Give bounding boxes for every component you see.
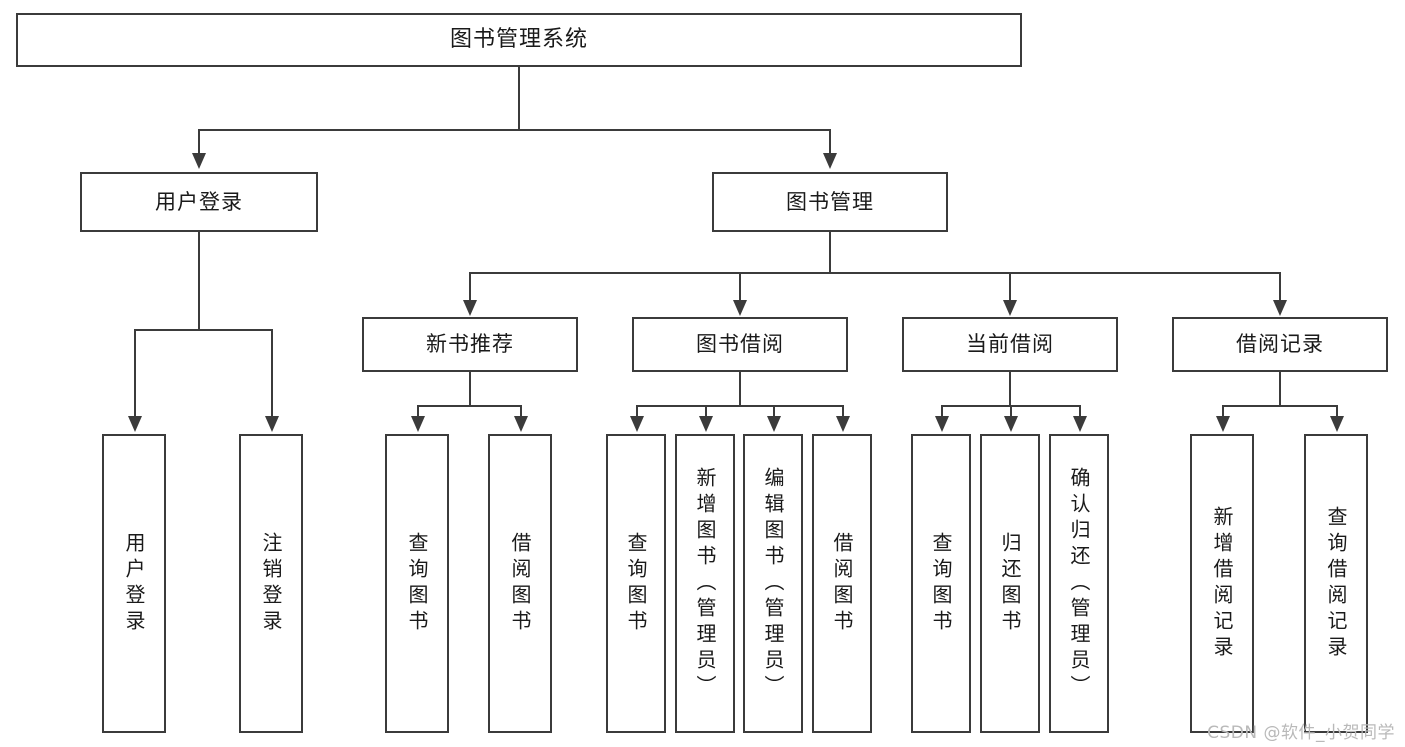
- node-label: 借阅图书: [830, 531, 854, 636]
- connector-borrow-stem: [739, 372, 741, 406]
- arrow-icon: [411, 416, 425, 432]
- arrow-icon: [463, 300, 477, 316]
- node-current-borrow[interactable]: 当前借阅: [902, 317, 1118, 372]
- arrow-icon: [630, 416, 644, 432]
- connector-bookmgmt-to-l3-1: [469, 272, 471, 301]
- leaf-add-borrow-record[interactable]: 新增借阅记录: [1190, 434, 1254, 733]
- leaf-logout[interactable]: 注销登录: [239, 434, 303, 733]
- connector-current-stem: [1009, 372, 1011, 406]
- connector-bookmgmt-to-l3-4: [1279, 272, 1281, 301]
- leaf-edit-book-admin[interactable]: 编辑图书（管理员）: [743, 434, 803, 733]
- connector-bookmgmt-bus: [469, 272, 1280, 274]
- node-borrow-records[interactable]: 借阅记录: [1172, 317, 1388, 372]
- connector-bookmgmt-stem: [829, 232, 831, 274]
- arrow-icon: [767, 416, 781, 432]
- node-root-system[interactable]: 图书管理系统: [16, 13, 1022, 67]
- node-label: 注销登录: [259, 531, 283, 636]
- node-book-borrow[interactable]: 图书借阅: [632, 317, 848, 372]
- node-label: 新书推荐: [426, 332, 514, 357]
- connector-current-to-leaf3: [1079, 405, 1081, 418]
- connector-records-to-leaf1: [1222, 405, 1224, 418]
- connector-root-to-bookmgmt: [829, 129, 831, 153]
- arrow-icon: [1216, 416, 1230, 432]
- connector-root-to-login: [198, 129, 200, 153]
- connector-recommend-bus: [417, 405, 521, 407]
- node-label: 查询图书: [929, 531, 953, 636]
- node-book-management[interactable]: 图书管理: [712, 172, 948, 232]
- leaf-query-book-borrow[interactable]: 查询图书: [606, 434, 666, 733]
- node-label: 借阅图书: [508, 531, 532, 636]
- node-label: 新增借阅记录: [1210, 505, 1234, 662]
- node-label: 用户登录: [155, 189, 243, 214]
- arrow-icon: [265, 416, 279, 432]
- node-user-login[interactable]: 用户登录: [80, 172, 318, 232]
- node-label: 确认归还（管理员）: [1067, 466, 1091, 701]
- connector-bookmgmt-to-l3-2: [739, 272, 741, 301]
- node-label: 图书管理: [786, 189, 874, 214]
- arrow-icon: [1330, 416, 1344, 432]
- arrow-icon: [1004, 416, 1018, 432]
- node-label: 查询借阅记录: [1324, 505, 1348, 662]
- connector-recommend-to-leaf1: [417, 405, 419, 418]
- node-label: 查询图书: [624, 531, 648, 636]
- connector-root-stem: [518, 67, 520, 130]
- connector-records-stem: [1279, 372, 1281, 406]
- node-label: 用户登录: [122, 531, 146, 636]
- connector-borrow-to-leaf2: [705, 405, 707, 418]
- leaf-query-book-recommend[interactable]: 查询图书: [385, 434, 449, 733]
- node-label: 图书管理系统: [449, 27, 588, 53]
- connector-current-to-leaf2: [1010, 405, 1012, 418]
- connector-borrow-to-leaf3: [773, 405, 775, 418]
- arrow-icon: [1003, 300, 1017, 316]
- connector-borrow-to-leaf1: [636, 405, 638, 418]
- node-label: 图书借阅: [696, 332, 784, 357]
- connector-borrow-bus: [636, 405, 844, 407]
- node-label: 编辑图书（管理员）: [761, 466, 785, 701]
- arrow-icon: [836, 416, 850, 432]
- connector-recommend-to-leaf2: [520, 405, 522, 418]
- arrow-icon: [1073, 416, 1087, 432]
- arrow-icon: [128, 416, 142, 432]
- connector-root-bus: [198, 129, 830, 131]
- connector-login-bus: [134, 329, 272, 331]
- node-label: 查询图书: [405, 531, 429, 636]
- arrow-icon: [733, 300, 747, 316]
- leaf-add-book-admin[interactable]: 新增图书（管理员）: [675, 434, 735, 733]
- arrow-icon: [699, 416, 713, 432]
- arrow-icon: [823, 153, 837, 169]
- node-label: 新增图书（管理员）: [693, 466, 717, 701]
- leaf-borrow-book[interactable]: 借阅图书: [812, 434, 872, 733]
- leaf-query-book-current[interactable]: 查询图书: [911, 434, 971, 733]
- connector-bookmgmt-to-l3-3: [1009, 272, 1011, 301]
- leaf-borrow-book-recommend[interactable]: 借阅图书: [488, 434, 552, 733]
- leaf-query-borrow-record[interactable]: 查询借阅记录: [1304, 434, 1368, 733]
- connector-current-to-leaf1: [941, 405, 943, 418]
- connector-recommend-stem: [469, 372, 471, 406]
- arrow-icon: [192, 153, 206, 169]
- node-label: 归还图书: [998, 531, 1022, 636]
- arrow-icon: [1273, 300, 1287, 316]
- connector-borrow-to-leaf4: [842, 405, 844, 418]
- arrow-icon: [935, 416, 949, 432]
- connector-login-to-leaf2: [271, 329, 273, 418]
- connector-records-bus: [1222, 405, 1337, 407]
- arrow-icon: [514, 416, 528, 432]
- node-label: 借阅记录: [1236, 332, 1324, 357]
- connector-login-to-leaf1: [134, 329, 136, 418]
- leaf-return-book[interactable]: 归还图书: [980, 434, 1040, 733]
- connector-login-stem: [198, 232, 200, 330]
- connector-records-to-leaf2: [1336, 405, 1338, 418]
- node-label: 当前借阅: [966, 332, 1054, 357]
- leaf-confirm-return-admin[interactable]: 确认归还（管理员）: [1049, 434, 1109, 733]
- node-new-book-recommend[interactable]: 新书推荐: [362, 317, 578, 372]
- leaf-user-login[interactable]: 用户登录: [102, 434, 166, 733]
